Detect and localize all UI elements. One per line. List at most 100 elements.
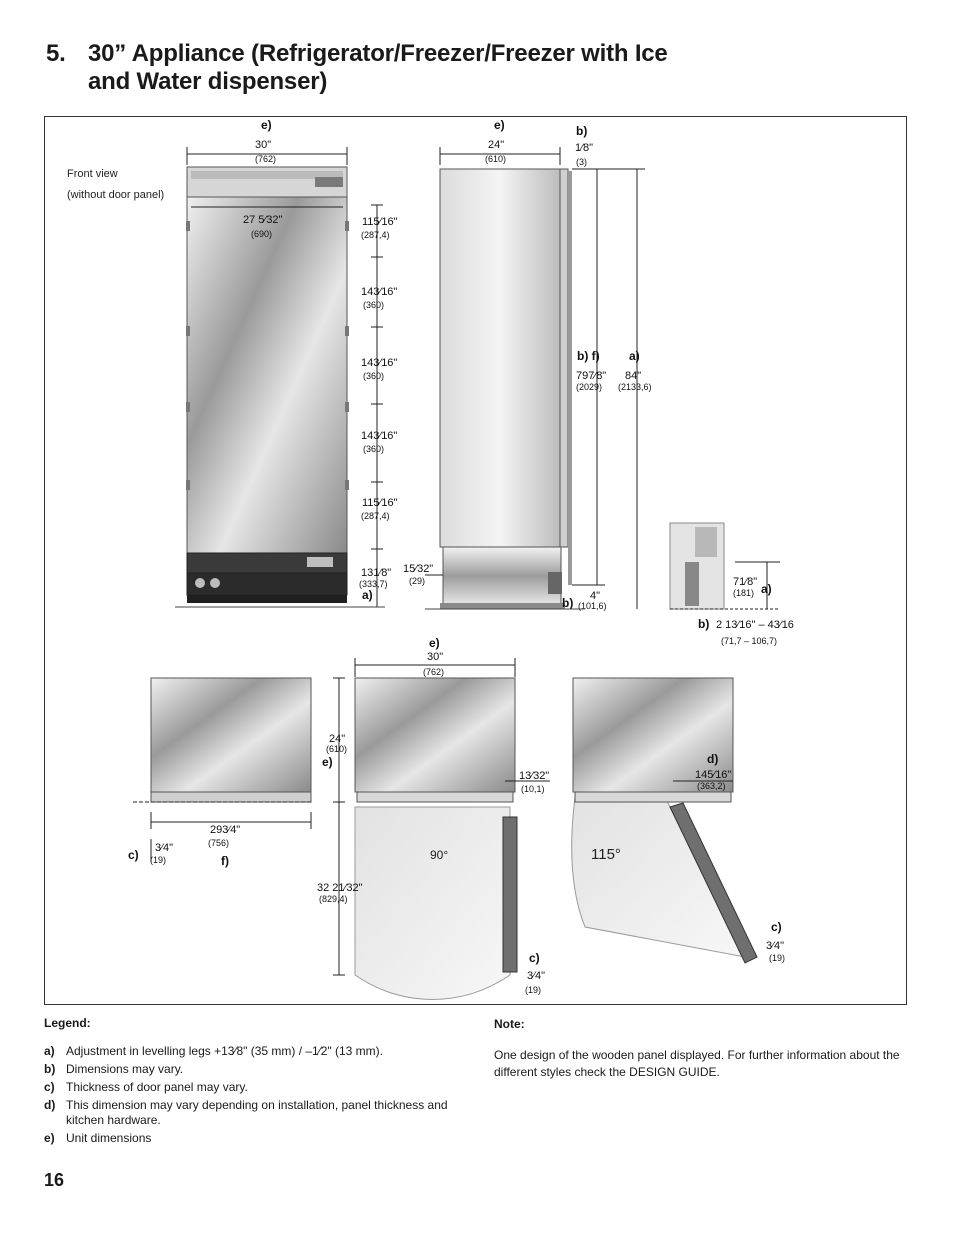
side-plinth-in: 4": [590, 590, 600, 602]
front-h2-in: 143⁄16": [361, 286, 397, 298]
front-h3-in: 143⁄16": [361, 357, 397, 369]
front-view-label-2: (without door panel): [67, 189, 164, 201]
legend-item: b) Dimensions may vary.: [44, 1062, 454, 1077]
top115-thick-mm: (19): [769, 953, 785, 963]
side-a-label: a): [629, 349, 640, 363]
legend-text: Adjustment in levelling legs +13⁄8" (35 …: [66, 1044, 383, 1058]
side-bf-label: b) f): [577, 349, 600, 363]
legend-key: c): [44, 1080, 55, 1094]
detail-b-label: b): [698, 617, 709, 631]
top90-c-label: c): [529, 951, 540, 965]
legend-item: c) Thickness of door panel may vary.: [44, 1080, 454, 1095]
detail-h-mm: (181): [733, 588, 754, 598]
topleft-c-label: c): [128, 848, 139, 862]
detail-range-in: 2 13⁄16" – 43⁄16: [716, 619, 794, 631]
legend-key: b): [44, 1062, 56, 1076]
installation-dimensions-figure: Front view (without door panel) e) 30" (…: [44, 116, 907, 1005]
side-base-mm: (29): [409, 576, 425, 586]
legend-text: Dimensions may vary.: [66, 1062, 184, 1076]
page-number: 16: [44, 1170, 65, 1190]
detail-range-mm: (71,7 – 106,7): [721, 636, 777, 646]
legend-text: Unit dimensions: [66, 1131, 152, 1145]
front-h5-mm: (287,4): [361, 511, 390, 521]
front-inner-width-in: 27 5⁄32": [243, 214, 282, 226]
topleft-width-mm: (756): [208, 838, 229, 848]
topleft-thick-in: 3⁄4": [155, 842, 173, 854]
top-view-115: d) 145⁄16" (363,2) 115° c) 3⁄4" (19): [571, 677, 785, 964]
side-total-h-in: 84": [625, 370, 641, 382]
top90-depth-in: 24": [329, 733, 345, 745]
detail-h-in: 71⁄8": [733, 576, 757, 588]
front-width-in: 30": [255, 139, 271, 151]
side-depth-in: 24": [488, 139, 504, 151]
legend-item: d)This dimension may vary depending on i…: [44, 1098, 454, 1128]
side-door-h-mm: (2029): [576, 382, 602, 392]
side-gap-mm: (3): [576, 157, 587, 167]
legend-item: e) Unit dimensions: [44, 1131, 454, 1146]
title-line-1: 30” Appliance (Refrigerator/Freezer/Free…: [88, 40, 668, 67]
legend: Legend: a) Adjustment in levelling legs +…: [44, 1016, 454, 1149]
top115-clear-mm: (363,2): [697, 781, 726, 791]
legend-key: d): [44, 1098, 56, 1112]
top115-angle: 115°: [591, 846, 621, 863]
note-text: One design of the wooden panel displayed…: [494, 1048, 900, 1079]
top90-angle: 90°: [430, 848, 448, 862]
top90-gap-in: 13⁄32": [519, 770, 549, 782]
front-inner-width-mm: (690): [251, 229, 272, 239]
front-view-label-1: Front view: [67, 168, 118, 180]
detail-a-label: a): [761, 582, 772, 596]
top90-thick-in: 3⁄4": [527, 970, 545, 982]
side-e-label: e): [494, 118, 505, 132]
top90-depth-mm: (610): [326, 744, 347, 754]
top90-swing-mm: (829,4): [319, 894, 348, 904]
legend-list: a) Adjustment in levelling legs +13⁄8" (3…: [44, 1044, 454, 1146]
detail-view: 71⁄8" (181) a) b) 2 13⁄16" – 43⁄16 (71,7…: [669, 522, 794, 646]
top-view-90: e) 30" (762) 24" (610) e) 13⁄32" (10,1) …: [317, 636, 550, 1000]
legend-text: Thickness of door panel may vary.: [66, 1080, 248, 1094]
title-line-2: and Water dispenser): [88, 68, 328, 95]
page-title: 5. 30” Appliance (Refrigerator/Freezer/Fr…: [46, 40, 668, 96]
side-depth-mm: (610): [485, 154, 506, 164]
front-h2-mm: (360): [363, 300, 384, 310]
front-h4-mm: (360): [363, 444, 384, 454]
section-number: 5.: [46, 40, 66, 67]
side-base-in: 15⁄32": [403, 563, 433, 575]
side-door-h-in: 797⁄8": [576, 370, 606, 382]
top90-swing-in: 32 21⁄32": [317, 882, 363, 894]
legend-item: a) Adjustment in levelling legs +13⁄8" (3…: [44, 1044, 454, 1059]
topleft-f-label: f): [221, 854, 229, 868]
front-h4-in: 143⁄16": [361, 430, 397, 442]
front-h3-mm: (360): [363, 371, 384, 381]
side-b-label: b): [576, 124, 587, 138]
note: Note: One design of the wooden panel dis…: [494, 1016, 906, 1081]
top90-width-in: 30": [427, 651, 443, 663]
topleft-thick-mm: (19): [150, 855, 166, 865]
top115-clear-in: 145⁄16": [695, 769, 731, 781]
front-h5-in: 115⁄16": [362, 497, 398, 509]
top-view-left: 293⁄4" (756) c) 3⁄4" (19) f): [128, 677, 312, 868]
top115-c-label: c): [771, 920, 782, 934]
top90-gap-mm: (10,1): [521, 784, 545, 794]
top115-d-label: d): [707, 752, 718, 766]
front-h1-mm: (287,4): [361, 230, 390, 240]
front-width-mm: (762): [255, 154, 276, 164]
top90-thick-mm: (19): [525, 985, 541, 995]
side-gap-in: 1⁄8": [575, 142, 593, 154]
front-h6-mm: (333,7): [359, 579, 388, 589]
top115-thick-in: 3⁄4": [766, 940, 784, 952]
legend-heading: Legend:: [44, 1016, 91, 1030]
legend-key: e): [44, 1131, 55, 1145]
side-view: e) 24" (610) b) 1⁄8" (3) b) f) a) 797⁄8": [403, 118, 652, 611]
front-e-label: e): [261, 118, 272, 132]
front-h1-in: 115⁄16": [362, 216, 398, 228]
topleft-width-in: 293⁄4": [210, 824, 240, 836]
side-plinth-mm: (101,6): [578, 601, 607, 611]
legend-key: a): [44, 1044, 55, 1058]
note-heading: Note:: [494, 1017, 525, 1031]
top90-e-label: e): [429, 636, 440, 650]
front-h6-in: 131⁄8": [361, 567, 391, 579]
dimension-drawing: Front view (without door panel) e) 30" (…: [67, 118, 794, 1000]
front-view: Front view (without door panel) e) 30" (…: [67, 118, 398, 608]
side-total-h-mm: (2133,6): [618, 382, 652, 392]
front-a-label: a): [362, 588, 373, 602]
